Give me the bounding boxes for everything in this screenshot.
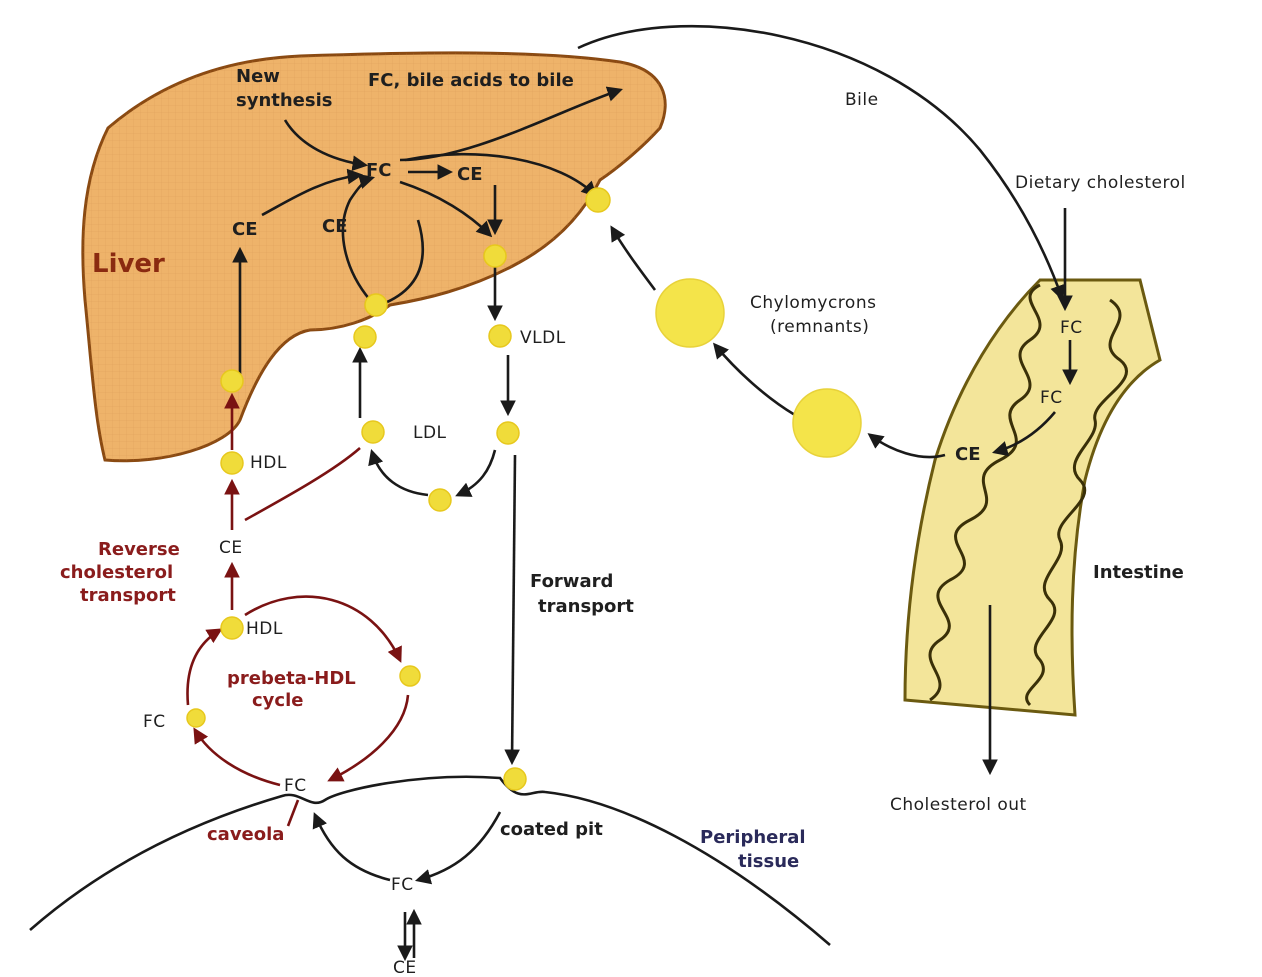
- hdl-upper-label: HDL: [250, 453, 287, 473]
- peripheral-tissue-label: Peripheral: [700, 827, 806, 848]
- ce-liver-left-label: CE: [232, 219, 258, 240]
- dietary-cholesterol-label: Dietary cholesterol: [1015, 173, 1186, 193]
- caveola-label: caveola: [207, 824, 284, 845]
- fc-caveola-label: FC: [284, 776, 307, 796]
- lipoprotein-dot: [504, 768, 526, 790]
- hdl-lower-label: HDL: [246, 619, 283, 639]
- new-synthesis-label-line2: synthesis: [236, 90, 333, 111]
- fc-bile-acids-label: FC, bile acids to bile: [368, 70, 574, 91]
- lipoprotein-dot: [429, 489, 451, 511]
- peripheral-membrane: [30, 777, 830, 945]
- lipoprotein-dot: [221, 452, 243, 474]
- fc-intestine-top-label: FC: [1060, 318, 1083, 338]
- lipoprotein-dot: [187, 709, 205, 727]
- forward-transport-label-line2: transport: [538, 596, 634, 617]
- new-synthesis-label: New: [236, 66, 280, 87]
- intestine-shape: [905, 280, 1160, 715]
- peripheral-tissue-label-line2: tissue: [738, 851, 799, 872]
- ldl-label: LDL: [413, 423, 447, 443]
- fc-liver-label: FC: [366, 160, 392, 181]
- chylomicron: [793, 389, 861, 457]
- lipoprotein-dot: [221, 617, 243, 639]
- fc-intestine-mid-label: FC: [1040, 388, 1063, 408]
- liver-label: Liver: [92, 249, 165, 279]
- coated-pit-label: coated pit: [500, 819, 603, 840]
- chylomicrons-label: Chylomycrons: [750, 293, 876, 313]
- ce-intestine-label: CE: [955, 444, 981, 465]
- lipoprotein-dot: [221, 370, 243, 392]
- lipoprotein-dot: [400, 666, 420, 686]
- lipoprotein-dot: [484, 245, 506, 267]
- intestine-label: Intestine: [1093, 562, 1184, 583]
- lipoprotein-dot: [362, 421, 384, 443]
- ce-bottom-label: CE: [393, 958, 417, 977]
- chylomicrons-label-line2: (remnants): [770, 317, 869, 337]
- ce-liver-mid-label: CE: [322, 216, 348, 237]
- prebeta-hdl-label: prebeta-HDL: [227, 668, 356, 689]
- chylomicron-remnant: [656, 279, 724, 347]
- lipoprotein-dot: [365, 294, 387, 316]
- lipoprotein-dot: [354, 326, 376, 348]
- reverse-transport-label-line2: cholesterol: [60, 562, 173, 583]
- lipoprotein-dot: [489, 325, 511, 347]
- bile-label: Bile: [845, 90, 879, 110]
- reverse-transport-label: Reverse: [98, 539, 180, 560]
- reverse-transport-label-line3: transport: [80, 585, 176, 606]
- vldl-label: VLDL: [520, 328, 566, 348]
- cholesterol-out-label: Cholesterol out: [890, 795, 1027, 815]
- ce-mid-label: CE: [219, 538, 243, 558]
- fc-left-label: FC: [143, 712, 166, 732]
- prebeta-hdl-label-line2: cycle: [252, 690, 303, 711]
- lipoprotein-dot: [497, 422, 519, 444]
- ce-liver-right-label: CE: [457, 164, 483, 185]
- forward-transport-label: Forward: [530, 571, 613, 592]
- fc-bottom-label: FC: [391, 875, 414, 895]
- liver-shape: [83, 53, 665, 461]
- lipoprotein-dot: [586, 188, 610, 212]
